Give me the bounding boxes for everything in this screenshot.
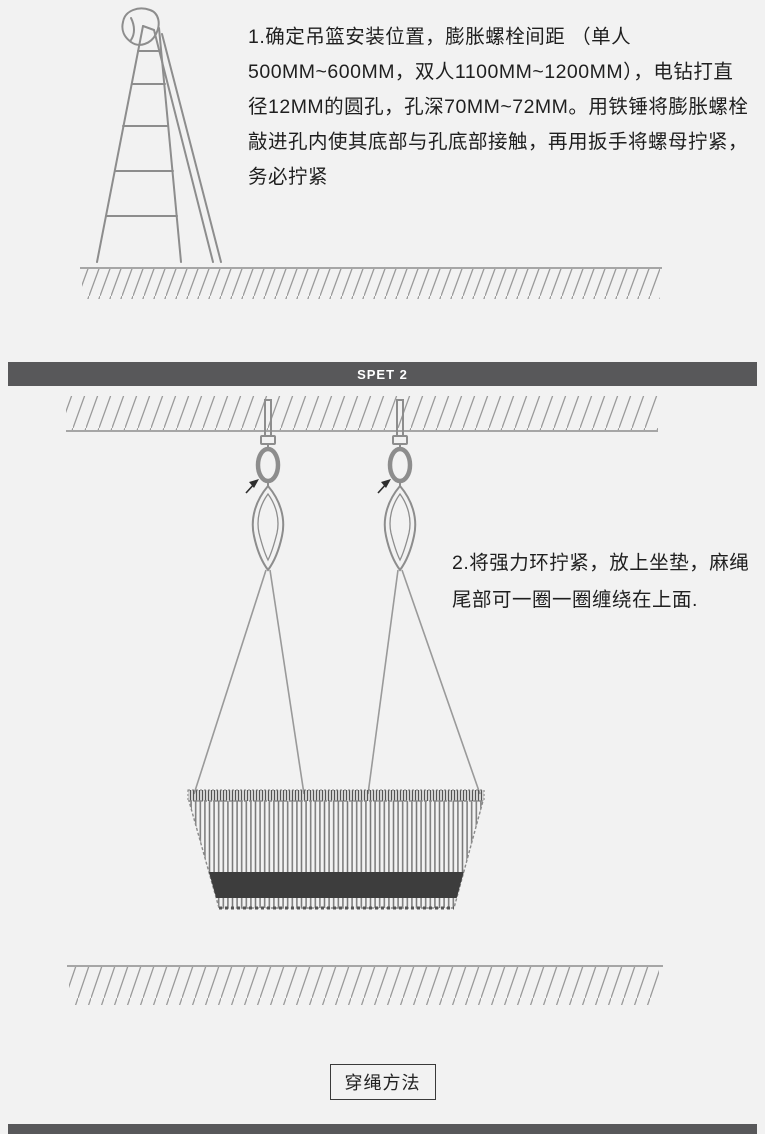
ladder-illustration-icon (96, 7, 222, 263)
step2-banner: SPET 2 (8, 362, 757, 386)
basket-top-rim (187, 789, 485, 802)
left-pointer-arrow-icon (245, 479, 259, 494)
step2-floor-hatch-icon (67, 965, 663, 1005)
step2-instruction-text: 2.将强力环拧紧，放上坐垫，麻绳尾部可一圈一圈缠绕在上面. (452, 552, 750, 611)
rope-threading-method-label-box: 穿绳方法 (329, 1064, 436, 1100)
cloth-on-ladder (121, 7, 160, 46)
next-step-banner-partial (8, 1124, 757, 1134)
step1-instruction-text: 1.确定吊篮安装位置，膨胀螺栓间距 （单人500MM~600MM，双人1100M… (248, 26, 749, 188)
right-anchor-hook-icon (383, 399, 417, 572)
basket-seat-icon (187, 789, 485, 910)
right-pointer-arrow-icon (377, 479, 391, 494)
step1-floor-hatch-icon (80, 267, 662, 299)
hanging-ropes (193, 569, 481, 795)
ceiling-hatch (66, 396, 658, 432)
basket-dark-band (200, 872, 475, 898)
left-anchor-hook-icon (251, 399, 285, 572)
step2-banner-label: SPET 2 (357, 366, 408, 382)
rope-threading-method-label: 穿绳方法 (344, 1073, 421, 1093)
hanging-basket-illustration-icon (66, 396, 658, 910)
ladder-lines (96, 7, 222, 263)
